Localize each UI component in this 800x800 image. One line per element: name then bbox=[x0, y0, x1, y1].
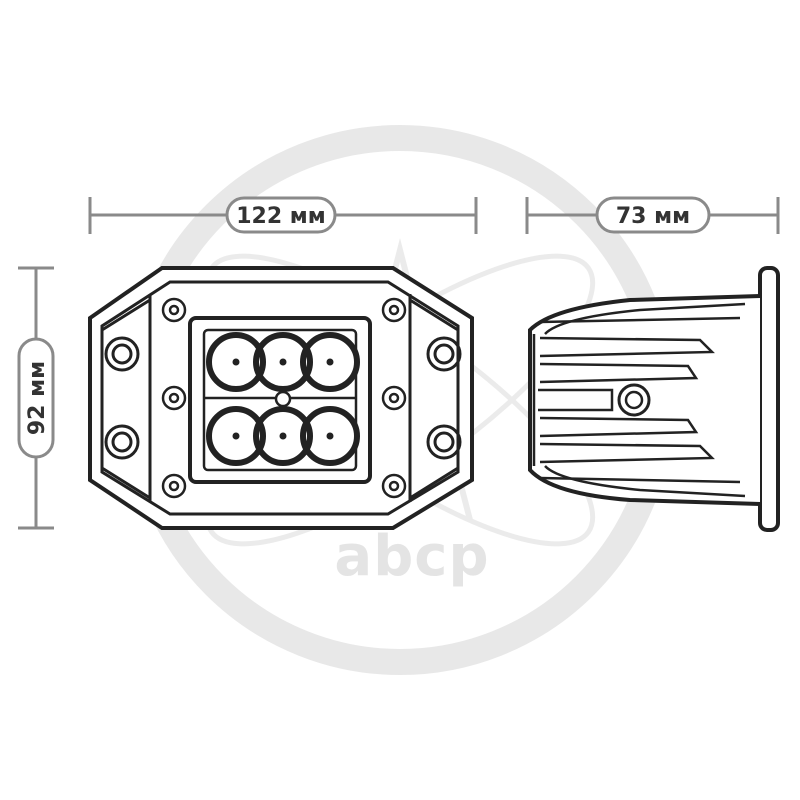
mount-hole bbox=[104, 336, 140, 372]
dimension-height: 92 мм bbox=[17, 266, 55, 530]
led-dot bbox=[279, 432, 287, 440]
side-bracket bbox=[538, 388, 614, 412]
led-lenses bbox=[206, 332, 360, 466]
led-dot bbox=[232, 432, 240, 440]
front-mount-holes bbox=[104, 336, 462, 460]
side-bezel-plate bbox=[758, 266, 780, 532]
side-cooling-fins bbox=[539, 316, 741, 484]
mount-hole bbox=[426, 424, 462, 460]
screw-center bbox=[168, 480, 180, 492]
screw-center bbox=[168, 392, 180, 404]
dimension-height-pill bbox=[17, 337, 55, 459]
cooling-fin bbox=[539, 336, 715, 358]
dimension-depth: 73 мм bbox=[525, 196, 780, 234]
mount-hole-inner bbox=[433, 343, 455, 365]
led-lens bbox=[206, 332, 266, 392]
dimension-width-label: 122 мм bbox=[236, 204, 326, 229]
led-lens bbox=[253, 406, 313, 466]
led-lens bbox=[206, 406, 266, 466]
cooling-fin-ridge bbox=[539, 476, 741, 484]
cooling-fin bbox=[539, 362, 699, 384]
dimension-width: 122 мм bbox=[88, 196, 478, 234]
cooling-fin bbox=[539, 442, 715, 464]
led-dot bbox=[279, 358, 287, 366]
screw bbox=[381, 297, 407, 323]
mount-hole-inner bbox=[111, 343, 133, 365]
mount-hole-inner bbox=[111, 431, 133, 453]
screw-center bbox=[388, 304, 400, 316]
screw-center bbox=[168, 304, 180, 316]
led-lens bbox=[300, 406, 360, 466]
lamp-side-view bbox=[528, 266, 780, 532]
dimension-width-pill bbox=[225, 196, 337, 234]
dimension-depth-pill bbox=[595, 196, 711, 234]
lamp-front-view bbox=[88, 266, 474, 530]
side-upper-contour bbox=[544, 302, 746, 335]
screw bbox=[381, 385, 407, 411]
led-lens bbox=[300, 332, 360, 392]
screw bbox=[161, 473, 187, 499]
led-dot bbox=[232, 358, 240, 366]
cooling-fin bbox=[539, 416, 699, 438]
led-lens bbox=[253, 332, 313, 392]
mount-hole-inner bbox=[433, 431, 455, 453]
led-dot bbox=[326, 432, 334, 440]
mount-hole bbox=[104, 424, 140, 460]
cooling-fin-ridge bbox=[539, 316, 741, 324]
screw bbox=[161, 385, 187, 411]
side-lower-contour bbox=[544, 465, 746, 498]
screw bbox=[161, 297, 187, 323]
side-bracket-bolt bbox=[617, 383, 651, 417]
dimension-depth-label: 73 мм bbox=[616, 204, 690, 229]
front-left-plate bbox=[101, 294, 152, 502]
side-bracket-bolt-inner bbox=[624, 390, 644, 410]
watermark-brand-text: abcp bbox=[334, 524, 489, 589]
screw bbox=[381, 473, 407, 499]
front-lens-housing bbox=[188, 316, 372, 484]
front-screws bbox=[161, 297, 407, 499]
screw-center bbox=[388, 392, 400, 404]
front-right-plate bbox=[408, 294, 459, 502]
mount-hole bbox=[426, 336, 462, 372]
front-lens-inner bbox=[202, 328, 358, 472]
center-screw bbox=[274, 390, 292, 408]
dimension-height-label: 92 мм bbox=[25, 361, 50, 435]
side-housing-body bbox=[528, 294, 761, 506]
led-dot bbox=[326, 358, 334, 366]
screw-center bbox=[388, 480, 400, 492]
